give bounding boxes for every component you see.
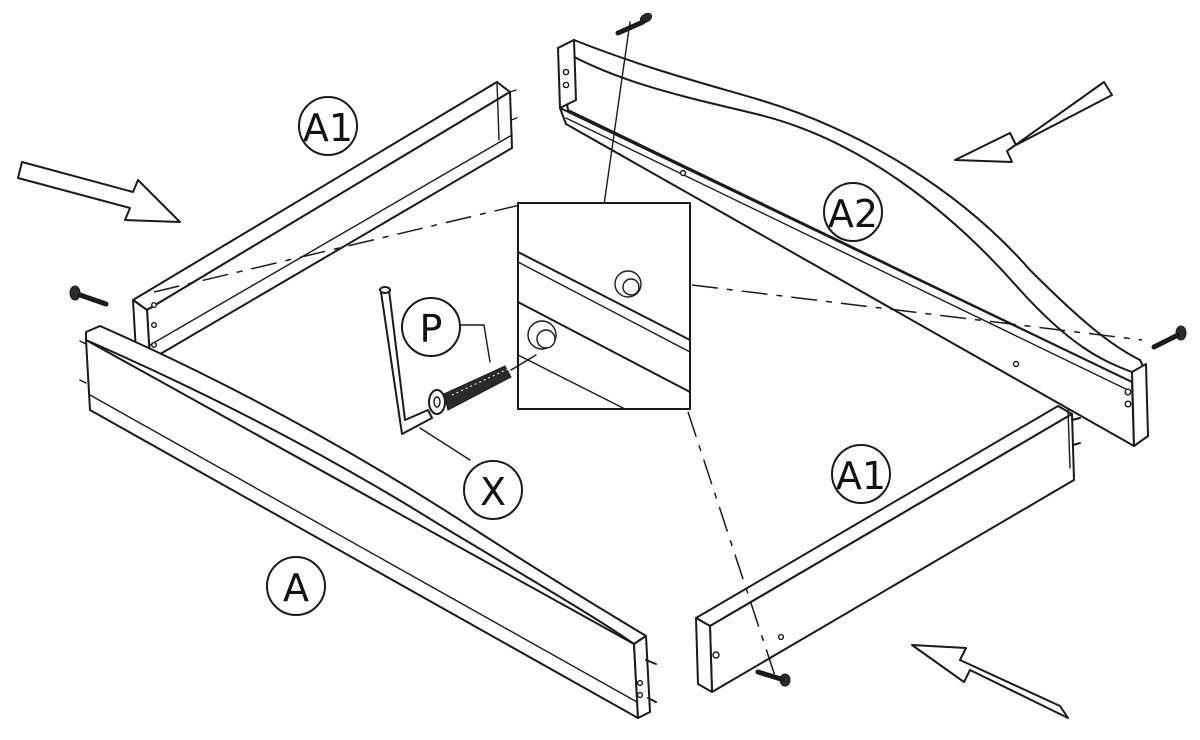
rail-a <box>79 325 657 719</box>
leader-p-2 <box>483 324 491 363</box>
label-a2: A2 <box>823 182 883 242</box>
label-p: P <box>401 297 461 357</box>
rail-a1-bottom <box>695 405 1081 693</box>
arrow-left-top-icon <box>17 161 181 223</box>
screw-right-icon <box>1151 325 1187 350</box>
label-a1-top: A1 <box>298 96 358 156</box>
svg-text:A: A <box>283 566 309 610</box>
svg-text:A1: A1 <box>303 106 353 150</box>
arrow-right-bottom-icon <box>911 644 1069 719</box>
label-x: X <box>463 460 523 520</box>
bolt-icon <box>428 354 537 415</box>
hex-key-icon <box>379 286 433 435</box>
label-a1-bottom: A1 <box>831 444 891 504</box>
screw-left-icon <box>69 285 109 307</box>
svg-text:P: P <box>420 307 443 351</box>
screw-top-center-icon <box>615 12 653 36</box>
svg-text:X: X <box>480 470 506 514</box>
screw-bottom-icon <box>755 669 791 687</box>
svg-text:A1: A1 <box>836 454 886 498</box>
alignment-lines <box>153 21 1143 677</box>
detail-inset <box>517 202 691 410</box>
arrow-right-top-icon <box>954 81 1113 163</box>
svg-text:A2: A2 <box>828 192 878 236</box>
label-a: A <box>266 556 326 616</box>
leader-x <box>419 427 471 461</box>
